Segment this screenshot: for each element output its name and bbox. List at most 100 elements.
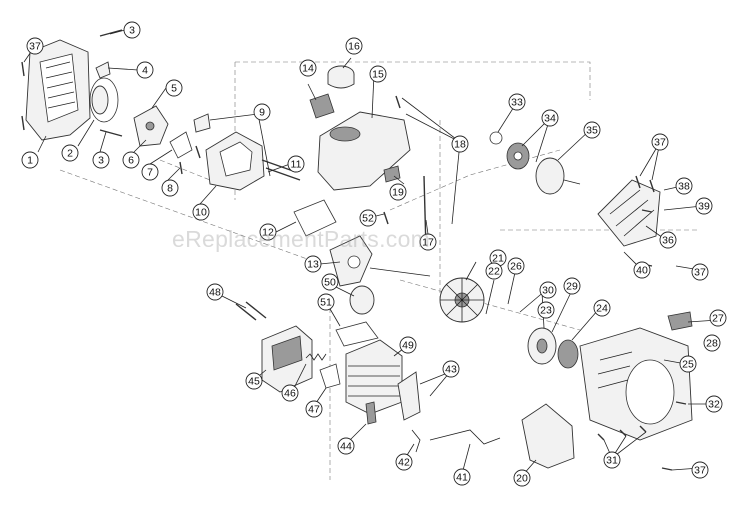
callout-ring — [123, 21, 141, 39]
callout-ring — [539, 281, 557, 299]
callout-1: 1 — [21, 151, 39, 169]
callout-25: 25 — [679, 355, 697, 373]
callout-ring — [541, 109, 559, 127]
callout-ring — [345, 37, 363, 55]
callout-43: 43 — [442, 360, 460, 378]
callout-number: 3 — [129, 25, 135, 37]
callout-ring — [508, 93, 526, 111]
callout-number: 47 — [308, 404, 320, 416]
callout-48: 48 — [206, 283, 224, 301]
callout-ring — [399, 336, 417, 354]
callout-41: 41 — [453, 468, 471, 486]
callout-number: 19 — [392, 187, 404, 199]
callout-ring — [92, 151, 110, 169]
callout-ring — [136, 61, 154, 79]
callout-number: 37 — [694, 465, 706, 477]
callout-45: 45 — [245, 372, 263, 390]
callout-number: 28 — [706, 338, 718, 350]
callout-40: 40 — [633, 261, 651, 279]
callout-ring — [603, 451, 621, 469]
callout-number: 37 — [694, 267, 706, 279]
muffler-gasket-part — [319, 363, 341, 389]
fuel-filter-part — [309, 93, 335, 119]
callout-ring — [537, 301, 555, 319]
callout-12: 12 — [259, 223, 277, 241]
callout-number: 23 — [540, 305, 552, 317]
callout-10: 10 — [192, 203, 210, 221]
callout-3: 3 — [123, 21, 141, 39]
callout-ring — [141, 163, 159, 181]
callout-4: 4 — [136, 61, 154, 79]
callout-14: 14 — [299, 59, 317, 77]
callout-ring — [245, 372, 263, 390]
callout-ring — [583, 121, 601, 139]
callout-number: 46 — [284, 388, 296, 400]
callout-35: 35 — [583, 121, 601, 139]
callout-ring — [161, 179, 179, 197]
callout-ring — [703, 334, 721, 352]
air-filter-cover-part — [25, 39, 91, 141]
callout-number: 22 — [488, 266, 500, 278]
callout-ring — [206, 283, 224, 301]
callout-ring — [317, 293, 335, 311]
starter-pulley-part — [527, 327, 557, 365]
callout-number: 35 — [586, 125, 598, 137]
callout-ring — [395, 453, 413, 471]
clutch-housing-part — [597, 179, 661, 247]
callout-37: 37 — [26, 37, 44, 55]
callout-ring — [305, 400, 323, 418]
callout-22: 22 — [485, 262, 503, 280]
callout-number: 44 — [340, 441, 352, 453]
callout-6: 6 — [122, 151, 140, 169]
callout-39: 39 — [695, 197, 713, 215]
callout-number: 29 — [566, 281, 578, 293]
callout-number: 42 — [398, 457, 410, 469]
starter-grip-part — [667, 311, 693, 331]
callout-11: 11 — [287, 155, 305, 173]
switch-wire-part — [429, 429, 501, 445]
callout-34: 34 — [541, 109, 559, 127]
callout-17: 17 — [419, 233, 437, 251]
callout-36: 36 — [659, 231, 677, 249]
callout-number: 21 — [492, 253, 504, 265]
cylinder-gasket-part — [335, 321, 379, 347]
callout-ring — [253, 103, 271, 121]
callout-number: 5 — [171, 83, 177, 95]
callout-ring — [675, 177, 693, 195]
callout-ring — [259, 223, 277, 241]
callout-ring — [419, 233, 437, 251]
callout-ring — [507, 257, 525, 275]
callout-49: 49 — [399, 336, 417, 354]
callout-ring — [165, 79, 183, 97]
callout-number: 26 — [510, 261, 522, 273]
callout-number: 38 — [678, 181, 690, 193]
carburetor-housing-part — [205, 131, 265, 191]
callout-37: 37 — [691, 263, 709, 281]
callout-20: 20 — [513, 469, 531, 487]
callout-number: 14 — [302, 63, 314, 75]
callout-number: 20 — [516, 473, 528, 485]
callout-37: 37 — [651, 133, 669, 151]
callout-ring — [299, 59, 317, 77]
carburetor-gasket-part — [169, 131, 193, 159]
spark-plug-part — [365, 401, 377, 425]
callout-number: 50 — [324, 277, 336, 289]
callout-ring — [659, 231, 677, 249]
clutch-drum-part — [535, 157, 581, 195]
callout-ring — [122, 151, 140, 169]
callout-ring — [451, 135, 469, 153]
callout-29: 29 — [563, 277, 581, 295]
callout-ring — [389, 183, 407, 201]
callout-23: 23 — [537, 301, 555, 319]
recoil-spring-part — [557, 339, 579, 369]
callout-number: 13 — [307, 259, 319, 271]
callout-ring — [691, 461, 709, 479]
callout-37: 37 — [691, 461, 709, 479]
callout-13: 13 — [304, 255, 322, 273]
rear-handle-part — [521, 403, 575, 469]
callout-number: 31 — [606, 455, 618, 467]
piston-part — [349, 285, 375, 315]
callout-number: 32 — [708, 399, 720, 411]
